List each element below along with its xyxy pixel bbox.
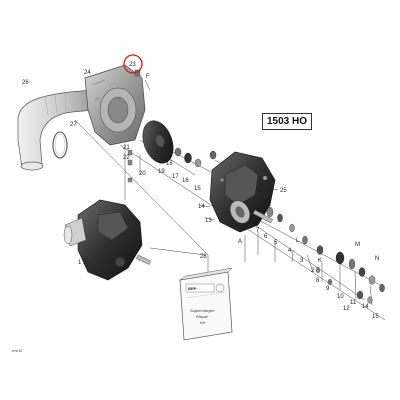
- callout-13: 13: [205, 218, 212, 224]
- highlight-circle: [123, 54, 143, 74]
- kit-line-3: Kit: [200, 320, 206, 325]
- clamp-ring: [52, 131, 68, 159]
- callout-8: 8: [316, 278, 320, 284]
- callout-22: 22: [123, 155, 130, 161]
- callout-14-low: 14: [362, 304, 369, 310]
- callout-24: 24: [84, 70, 91, 76]
- callout-25-right: 25: [280, 188, 287, 194]
- intake-elbow-pipe: [17, 89, 95, 171]
- callout-f-top: F: [146, 74, 150, 80]
- callout-labels: 23 24 F 26 27 21 22 19 20 18 17 16 15 25…: [22, 62, 379, 320]
- callout-23: 23: [129, 62, 136, 68]
- diagram-code: rmr12: [12, 348, 23, 353]
- upper-small-parts: [127, 69, 217, 183]
- repair-kit-box: [179, 267, 233, 341]
- callout-15-low: 15: [372, 314, 379, 320]
- callout-a-e: A: [238, 239, 242, 245]
- model-label: 1503 HO: [266, 116, 308, 127]
- callout-12: 12: [343, 306, 350, 312]
- callout-16: 16: [182, 178, 189, 184]
- callout-k: K: [318, 258, 322, 264]
- callout-n: N: [375, 256, 379, 262]
- callout-14: 14: [198, 204, 205, 210]
- assembled-supercharger: [63, 199, 151, 281]
- callout-6: 6: [264, 234, 268, 240]
- callout-15: 15: [194, 186, 201, 192]
- callout-l: L: [296, 238, 300, 244]
- supercharger-cover: [84, 64, 146, 146]
- model-label-box: 1503 HO: [262, 113, 312, 130]
- callout-21: 21: [123, 145, 130, 151]
- callout-4: 4: [288, 248, 292, 254]
- callout-5: 5: [274, 240, 278, 246]
- callout-17: 17: [172, 174, 179, 180]
- callout-19: 19: [158, 169, 165, 175]
- callout-20: 20: [139, 171, 146, 177]
- impeller-disc: [142, 120, 174, 164]
- callout-11: 11: [350, 300, 357, 306]
- callout-7: 7: [256, 228, 260, 234]
- kit-brand: BRP: [188, 286, 197, 291]
- callout-18: 18: [166, 161, 173, 167]
- callout-28: 28: [200, 254, 207, 260]
- lower-shaft-parts: [252, 206, 385, 304]
- kit-line-1: Supercharger: [190, 308, 215, 313]
- callout-1-25: 1 25: [78, 260, 90, 266]
- kit-line-2: Repair: [196, 314, 208, 319]
- callout-2: 2: [311, 268, 315, 274]
- callout-27: 27: [70, 122, 77, 128]
- callout-3: 3: [300, 258, 304, 264]
- callout-9: 9: [326, 286, 330, 292]
- kit-text: BRP Supercharger Repair Kit: [188, 286, 215, 325]
- callout-m: M: [355, 242, 360, 248]
- callout-26: 26: [22, 80, 29, 86]
- callout-10: 10: [337, 294, 344, 300]
